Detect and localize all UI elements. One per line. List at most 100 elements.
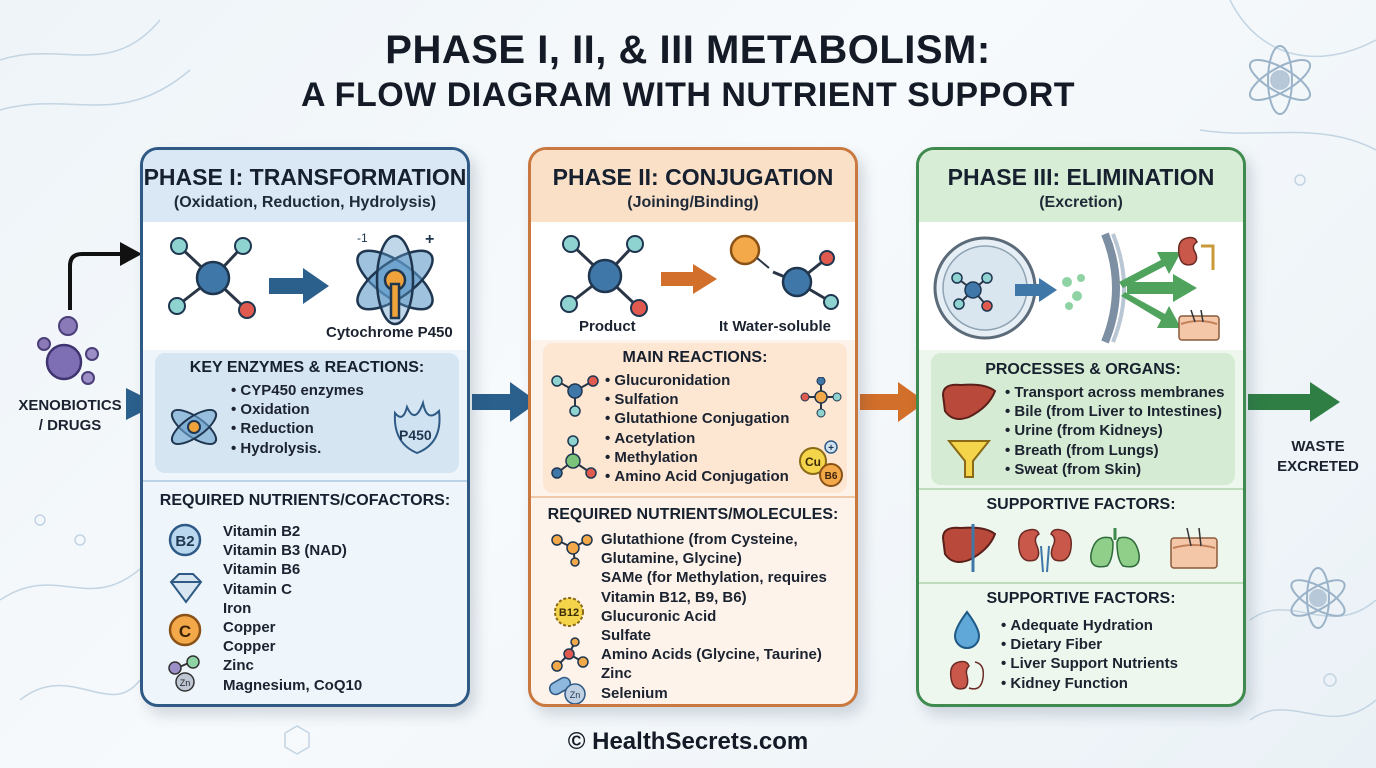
- phase2-panel: PHASE II: CONJUGATION (Joining/Binding): [528, 147, 858, 707]
- arrow-phase1-to-phase2: [472, 382, 538, 422]
- skin-icon: [1178, 309, 1220, 341]
- phase2-nutrients-list: Glutathione (from Cysteine, Glutamine, G…: [601, 530, 827, 703]
- list-item: Adequate Hydration: [1001, 616, 1178, 635]
- phase2-reactions-title: MAIN REACTIONS:: [622, 349, 768, 366]
- svg-text:B12: B12: [559, 607, 579, 619]
- hydration-kidney-icons: [949, 610, 985, 690]
- list-item: Sulfate: [601, 627, 652, 645]
- liver-icon: [941, 383, 997, 420]
- vitamin-b2-icon: B2: [168, 523, 202, 557]
- output-label: WASTE EXCRETED: [1277, 438, 1359, 475]
- list-item: Magnesium, CoQ10: [223, 676, 363, 694]
- phase3-divider-2: [919, 582, 1243, 584]
- svg-text:B2: B2: [175, 533, 194, 550]
- cell-excretion-icon: [933, 232, 1220, 344]
- list-item: Copper: [223, 638, 276, 656]
- phase1-enzymes-title: KEY ENZYMES & REACTIONS:: [189, 359, 425, 376]
- list-item: Selenium: [601, 684, 668, 702]
- list-item: Reduction: [231, 419, 364, 438]
- list-item: Oxidation: [231, 400, 364, 419]
- p450-badge: P450: [399, 427, 432, 443]
- list-item: Liver Support Nutrients: [1001, 654, 1178, 673]
- list-item: Vitamin B12, B9, B6): [601, 588, 747, 606]
- product-label: Product: [579, 318, 636, 335]
- phase3-divider: [919, 488, 1243, 490]
- phase1-panel: PHASE I: TRANSFORMATION (Oxidation, Redu…: [140, 147, 470, 707]
- cytochrome-label: Cytochrome P450: [326, 324, 453, 341]
- phase3-header: PHASE III: ELIMINATION (Excretion): [919, 150, 1243, 222]
- list-item: Vitamin C: [223, 580, 292, 598]
- list-item: Bile (from Liver to Intestines): [1005, 402, 1225, 421]
- p450-flower-icon: [393, 399, 441, 455]
- phase1-enzymes-list: CYP450 enzymes Oxidation Reduction Hydro…: [231, 381, 364, 458]
- molecule-icon: -1 +: [168, 231, 434, 326]
- list-item: Sulfation: [605, 390, 789, 409]
- phase2-subtitle: (Joining/Binding): [627, 194, 759, 211]
- atom-icon: [1248, 45, 1312, 115]
- list-item: Transport across membranes: [1005, 383, 1224, 402]
- phase2-title: PHASE II: CONJUGATION: [552, 164, 834, 190]
- list-item: Vitamin B6: [223, 561, 301, 579]
- conjugation-molecule-icon: [560, 234, 839, 317]
- footer-copyright: © HealthSecrets.com: [567, 728, 809, 755]
- liver-funnel-icons: [941, 383, 997, 478]
- svg-text:C: C: [179, 622, 191, 641]
- list-item: Sweat (from Skin): [1005, 460, 1225, 479]
- phase2-nutrients-title: REQUIRED NUTRIENTS/MOLECULES:: [547, 506, 839, 523]
- svg-text:Zn: Zn: [180, 678, 191, 688]
- phase3-supportive-title-1: SUPPORTIVE FACTORS:: [986, 496, 1176, 513]
- water-drop-icon: [953, 610, 981, 649]
- phase3-subtitle: (Excretion): [1039, 194, 1123, 211]
- list-item: Dietary Fiber: [1001, 635, 1178, 654]
- list-item: Glutathione Conjugation: [605, 409, 789, 428]
- reaction-molecule-icons: [551, 375, 599, 479]
- list-item: Glucuronic Acid: [601, 607, 717, 625]
- arrow-to-waste: [1248, 382, 1340, 422]
- phase3-illustration: [919, 222, 1243, 350]
- vitamin-b12-icon: B12: [554, 597, 584, 627]
- phase1-nutrients-list: Vitamin B2 Vitamin B3 (NAD) Vitamin B6 V…: [223, 522, 362, 695]
- phase3-panel: PHASE III: ELIMINATION (Excretion): [916, 147, 1246, 707]
- list-item: Iron: [223, 599, 252, 617]
- svg-text:Zn: Zn: [570, 690, 581, 700]
- list-item: Vitamin B3 (NAD): [223, 542, 347, 560]
- list-item: Zinc: [601, 665, 632, 683]
- list-item: Glucuronidation: [605, 371, 789, 390]
- phase2-nutrient-icons: B12 Zn: [548, 534, 593, 704]
- vitamin-c-icon: C: [168, 613, 202, 647]
- list-item: Amino Acid Conjugation: [605, 467, 789, 486]
- diamond-icon: [169, 573, 203, 604]
- phase3-processes-list: Transport across membranes Bile (from Li…: [1005, 383, 1225, 479]
- water-soluble-label: It Water-soluble: [719, 318, 831, 335]
- phase1-illustration: -1 + Cytochrome P450: [143, 222, 467, 350]
- phase2-header: PHASE II: CONJUGATION (Joining/Binding): [531, 150, 855, 222]
- zinc-molecule-icon: Zn: [168, 655, 200, 692]
- list-item: Glutathione (from Cysteine,: [601, 531, 798, 548]
- lungs-icon: [1090, 528, 1140, 568]
- kidneys-icon: [1017, 528, 1073, 573]
- svg-text:B6: B6: [825, 471, 838, 482]
- phase2-reactions-list: Glucuronidation Sulfation Glutathione Co…: [605, 371, 789, 486]
- phase1-divider: [143, 480, 467, 482]
- phase3-supportive-title-2: SUPPORTIVE FACTORS:: [986, 590, 1176, 607]
- svg-text:Cu: Cu: [805, 455, 821, 469]
- list-item: Breath (from Lungs): [1005, 441, 1225, 460]
- cytochrome-atom-icon: [356, 234, 434, 326]
- list-item: SAMe (for Methylation, requires: [601, 569, 827, 587]
- kidney-icon: [949, 660, 985, 690]
- list-item: Copper: [223, 619, 276, 637]
- organ-icons-row: [941, 524, 1218, 573]
- phase3-supportive-list: Adequate Hydration Dietary Fiber Liver S…: [1001, 616, 1178, 693]
- list-item: Glutamine, Glycine): [601, 550, 742, 568]
- arrow-phase2-to-phase3: [860, 382, 926, 422]
- page-title: PHASE I, II, & III METABOLISM:: [385, 28, 991, 72]
- input-label: XENOBIOTICS / DRUGS: [18, 397, 122, 434]
- list-item: Methylation: [605, 448, 789, 467]
- phase3-processes-box: PROCESSES & ORGANS: Transport across mem…: [931, 353, 1235, 485]
- list-item: Amino Acids (Glycine, Taurine): [601, 646, 822, 664]
- phase1-subtitle: (Oxidation, Reduction, Hydrolysis): [173, 194, 437, 211]
- phase1-nutrients-title: REQUIRED NUTRIENTS/COFACTORS:: [159, 492, 451, 509]
- svg-text:+: +: [425, 231, 434, 248]
- list-item: Urine (from Kidneys): [1005, 421, 1225, 440]
